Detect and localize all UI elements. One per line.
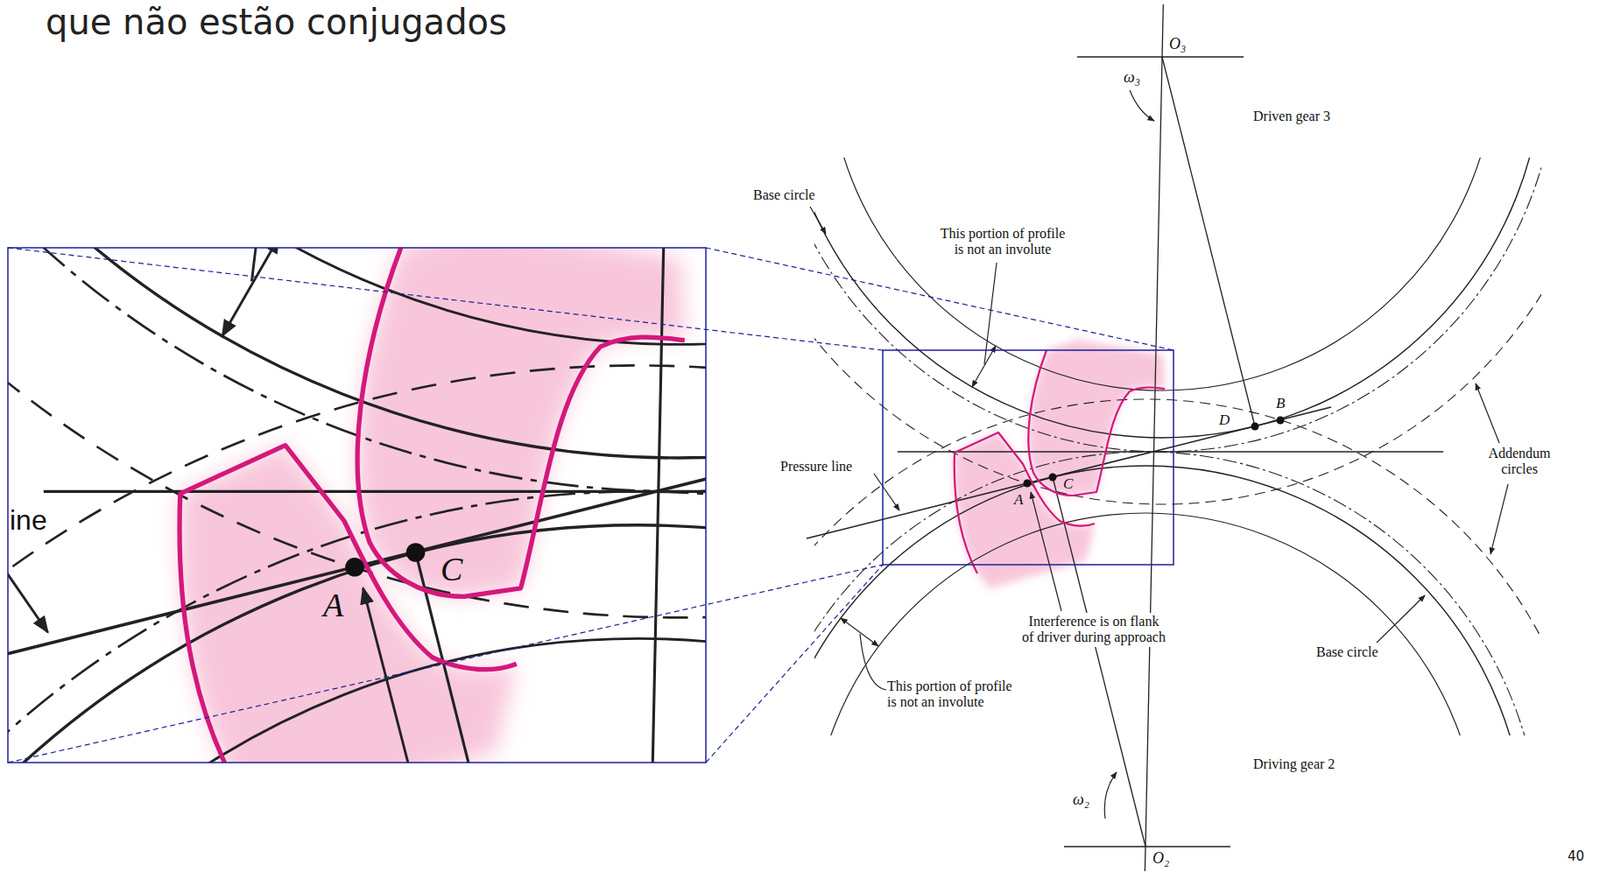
angular-velocity: ω₂: [1072, 790, 1090, 810]
interference-note: Interference is on flank of driver durin…: [1022, 613, 1166, 645]
page-number: 40: [1567, 848, 1585, 865]
gear-label: Driven gear 3: [1253, 108, 1331, 125]
main-drawing: [697, 0, 1600, 872]
base-circle-label: Base circle: [753, 187, 816, 204]
profile-note: This portion of profile is not an involu…: [940, 225, 1066, 257]
point-label: D: [1219, 412, 1230, 428]
addendum-label: Addendum circles: [1480, 445, 1559, 479]
center-label: O₂: [1152, 849, 1170, 868]
pressure-line-label: Pressure line: [780, 458, 853, 475]
zoom-point-label: C: [440, 552, 463, 586]
center-label: O₂: [1152, 849, 1170, 867]
point-label: C: [1063, 475, 1073, 493]
angular-velocity: ω₂: [1072, 790, 1090, 809]
zoom-point-label: A: [323, 588, 344, 622]
zoom-view: [7, 247, 706, 763]
point-label: A: [1014, 492, 1023, 508]
page-number: 40: [1567, 849, 1585, 865]
gear-label: Driving gear 2: [1253, 756, 1335, 773]
addendum-label: Addendum circles: [1487, 445, 1551, 477]
zoom-view: [7, 247, 706, 763]
point-label: D: [1219, 411, 1230, 429]
zoom-frame: [7, 247, 883, 351]
angular-velocity: ω₃: [1123, 68, 1141, 86]
zoom-frame: [7, 247, 706, 763]
profile-note: This portion of profile is not an involu…: [887, 678, 1013, 710]
zoom-frame: [7, 247, 1174, 763]
base-circle-label: Base circle: [1316, 644, 1379, 661]
interference-note: Interference is on flank of driver durin…: [1021, 613, 1166, 648]
slide-heading: que não estão conjugados: [45, 1, 508, 43]
point-label: B: [1275, 395, 1285, 411]
zoom-frame: [882, 350, 1174, 565]
slide-heading: que não estão conjugados: [45, 1, 508, 43]
zoom-label-fragment: ine: [9, 504, 48, 536]
pressure-line-label: Pressure line: [780, 458, 853, 474]
gear-label: Driven gear 3: [1253, 108, 1331, 124]
zoom-frame: [705, 247, 1174, 351]
point-label: B: [1275, 394, 1285, 412]
profile-note: This portion of profile is not an involu…: [887, 678, 1019, 712]
profile-note: This portion of profile is not an involu…: [937, 225, 1069, 259]
point-label: C: [1063, 476, 1073, 492]
center-label: O₃: [1169, 35, 1186, 54]
base-circle-label: Base circle: [753, 187, 816, 203]
angular-velocity: ω₃: [1123, 68, 1141, 87]
zoom-label-fragment: ine: [9, 504, 48, 537]
zoom-drawing: [7, 247, 706, 763]
zoom-frame: [7, 247, 1174, 763]
zoom-frame: [705, 564, 883, 763]
zoom-point-label: A: [323, 586, 344, 624]
zoom-frame: [7, 564, 883, 763]
base-circle-label: Base circle: [1316, 644, 1379, 660]
point-label: A: [1014, 491, 1023, 508]
gear-label: Driving gear 2: [1253, 756, 1335, 772]
center-label: O₃: [1169, 35, 1186, 53]
zoom-point-label: C: [440, 550, 463, 588]
